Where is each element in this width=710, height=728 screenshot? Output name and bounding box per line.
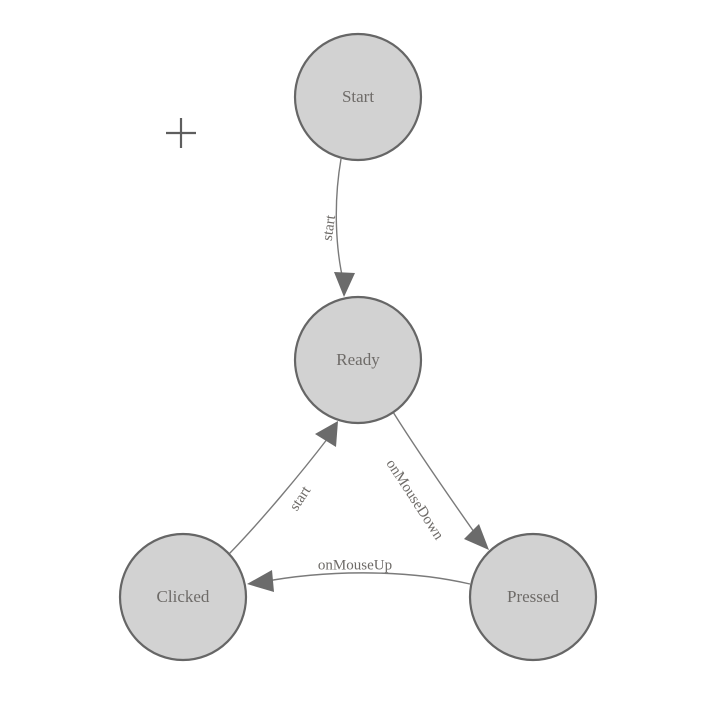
node-ready-circle[interactable] (293, 295, 423, 425)
node-ready[interactable]: Ready (293, 295, 423, 425)
crosshair-icon[interactable] (166, 118, 196, 148)
arrowhead-pressed-to-clicked (247, 570, 274, 592)
edge-path-pressed-to-clicked[interactable] (261, 572, 471, 585)
edge-ready-to-pressed[interactable]: onMouseDown (383, 411, 489, 550)
edge-path-ready-to-pressed[interactable] (392, 411, 480, 540)
edge-clicked-to-ready[interactable]: start (228, 421, 338, 555)
node-clicked[interactable]: Clicked (118, 532, 248, 662)
edge-path-clicked-to-ready[interactable] (228, 437, 329, 555)
edge-label-ready-to-pressed: onMouseDown (383, 457, 447, 544)
node-clicked-circle[interactable] (118, 532, 248, 662)
edge-label-clicked-to-ready: start (287, 483, 315, 514)
edge-path-start-to-ready[interactable] (335, 158, 345, 285)
arrowhead-start-to-ready (334, 272, 355, 297)
node-pressed[interactable]: Pressed (468, 532, 598, 662)
edge-label-pressed-to-clicked: onMouseUp (318, 557, 392, 573)
arrowhead-ready-to-pressed (464, 524, 489, 550)
node-start-circle[interactable] (293, 32, 423, 162)
edge-pressed-to-clicked[interactable]: onMouseUp (247, 557, 471, 592)
node-pressed-circle[interactable] (468, 532, 598, 662)
arrowhead-clicked-to-ready (315, 421, 338, 447)
edge-start-to-ready[interactable]: start (320, 158, 355, 297)
node-start[interactable]: Start (293, 32, 423, 162)
